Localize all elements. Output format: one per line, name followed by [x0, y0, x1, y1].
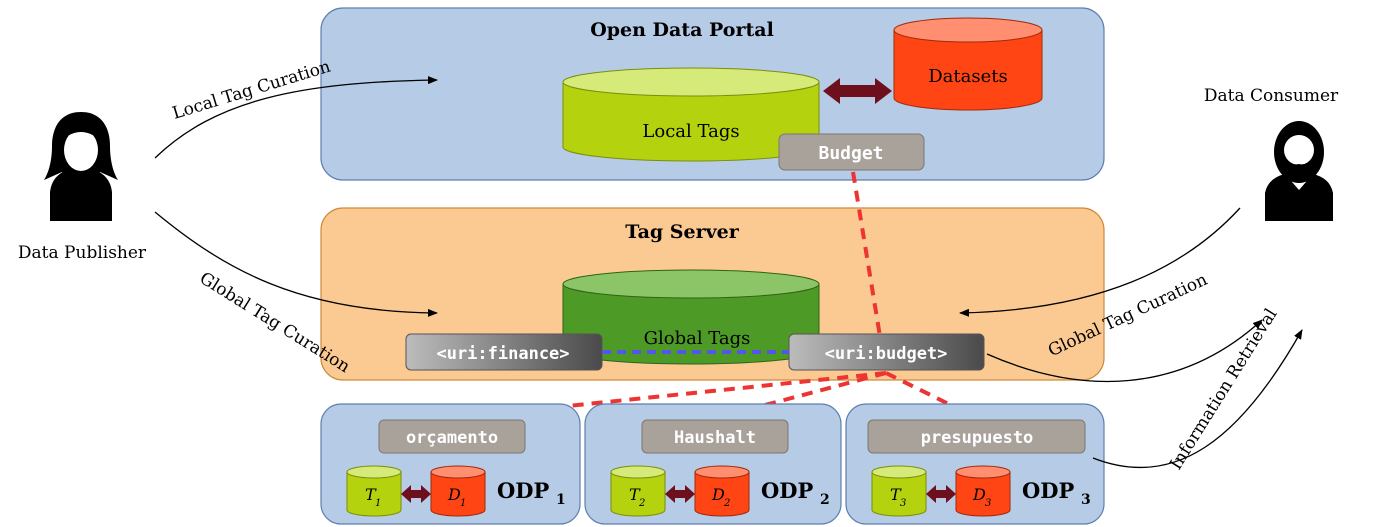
odp-2-tag	[641, 419, 789, 454]
data-consumer-label: Data Consumer	[1204, 86, 1339, 106]
portal-title: Open Data Portal	[590, 19, 774, 41]
odp-1-d-label: D	[447, 485, 461, 504]
local-tags-cylinder: Local Tags	[562, 67, 820, 162]
odp-1-t-subscript: 1	[375, 498, 381, 509]
odp-2-d-subscript: 2	[723, 498, 730, 509]
odp-1-t-label: T	[365, 485, 377, 504]
budget-tag-label: Budget	[818, 143, 883, 164]
odp-2-name: ODP	[761, 478, 814, 503]
local-datasets-link	[823, 78, 892, 104]
global-tags-label: Global Tags	[644, 328, 751, 349]
data-publisher-icon	[44, 112, 118, 221]
local-curation-label: Local Tag Curation	[170, 57, 333, 124]
global-tags-cylinder: Global Tags	[562, 269, 820, 365]
odp-3-name-subscript: 3	[1081, 492, 1091, 508]
odp-3-tag-label: presupuesto	[921, 428, 1034, 448]
odp-1-d-subscript: 1	[460, 498, 466, 509]
odp-3-d-label: D	[972, 485, 986, 504]
odp-1-data-cylinder	[430, 465, 486, 517]
tag-server-title: Tag Server	[625, 221, 739, 243]
local-tags-label: Local Tags	[642, 121, 739, 142]
odp-3-d-subscript: 3	[985, 498, 991, 509]
uri-budget-label: <uri:budget>	[825, 344, 948, 364]
odp-2-data-cylinder	[694, 465, 750, 517]
odp-2-name-subscript: 2	[820, 492, 830, 508]
odp-1-name: ODP	[497, 478, 550, 503]
odp-1-tag-label: orçamento	[406, 428, 498, 448]
datasets-label: Datasets	[928, 66, 1008, 87]
odp-2-d-label: D	[711, 485, 725, 504]
budget-tag: Budget	[778, 133, 925, 171]
retrieval-arrow-lower	[1092, 329, 1303, 469]
global-curation-left-arrow	[154, 211, 438, 317]
odp-3-data-cylinder	[955, 465, 1011, 517]
uri-finance-tag: <uri:finance>	[405, 333, 603, 371]
odp-3-link	[926, 485, 956, 503]
odp-2-local-cylinder	[610, 465, 666, 517]
odp-2-link	[665, 485, 695, 503]
odp-1-tag	[378, 419, 526, 454]
uri-finance-label: <uri:finance>	[436, 344, 569, 364]
data-consumer-icon	[1265, 121, 1333, 221]
odp-3-name: ODP	[1022, 478, 1075, 503]
odp-2-t-subscript: 2	[638, 498, 645, 509]
odp-3-tag	[867, 419, 1086, 454]
local-curation-arrow	[154, 76, 438, 159]
odp-1-name-subscript: 1	[556, 492, 566, 508]
odp-2-tag-label: Haushalt	[674, 428, 756, 448]
odp-3-t-subscript: 3	[900, 498, 906, 509]
odp-3-local-cylinder	[871, 465, 927, 517]
odp-1-link	[401, 485, 431, 503]
odp-1-local-cylinder	[346, 465, 402, 517]
odp-3-t-label: T	[890, 485, 902, 504]
datasets-cylinder: Datasets	[893, 17, 1043, 111]
global-curation-right-arrow	[959, 207, 1241, 317]
data-publisher-label: Data Publisher	[18, 243, 147, 263]
odp-2-t-label: T	[629, 485, 641, 504]
retrieval-arrow-upper	[986, 319, 1263, 383]
uri-budget-tag: <uri:budget>	[788, 333, 985, 371]
